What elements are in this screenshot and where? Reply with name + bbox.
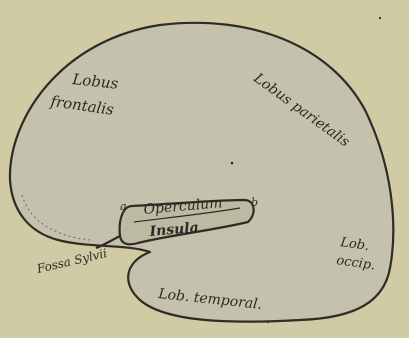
speck <box>379 17 381 19</box>
hemisphere-outline <box>10 23 393 322</box>
label-fossa-sylvii: Fossa Sylvii <box>35 246 109 276</box>
speck <box>267 321 269 323</box>
speck <box>231 162 234 165</box>
marker-a: a <box>120 200 127 213</box>
marker-b: b <box>251 196 258 209</box>
